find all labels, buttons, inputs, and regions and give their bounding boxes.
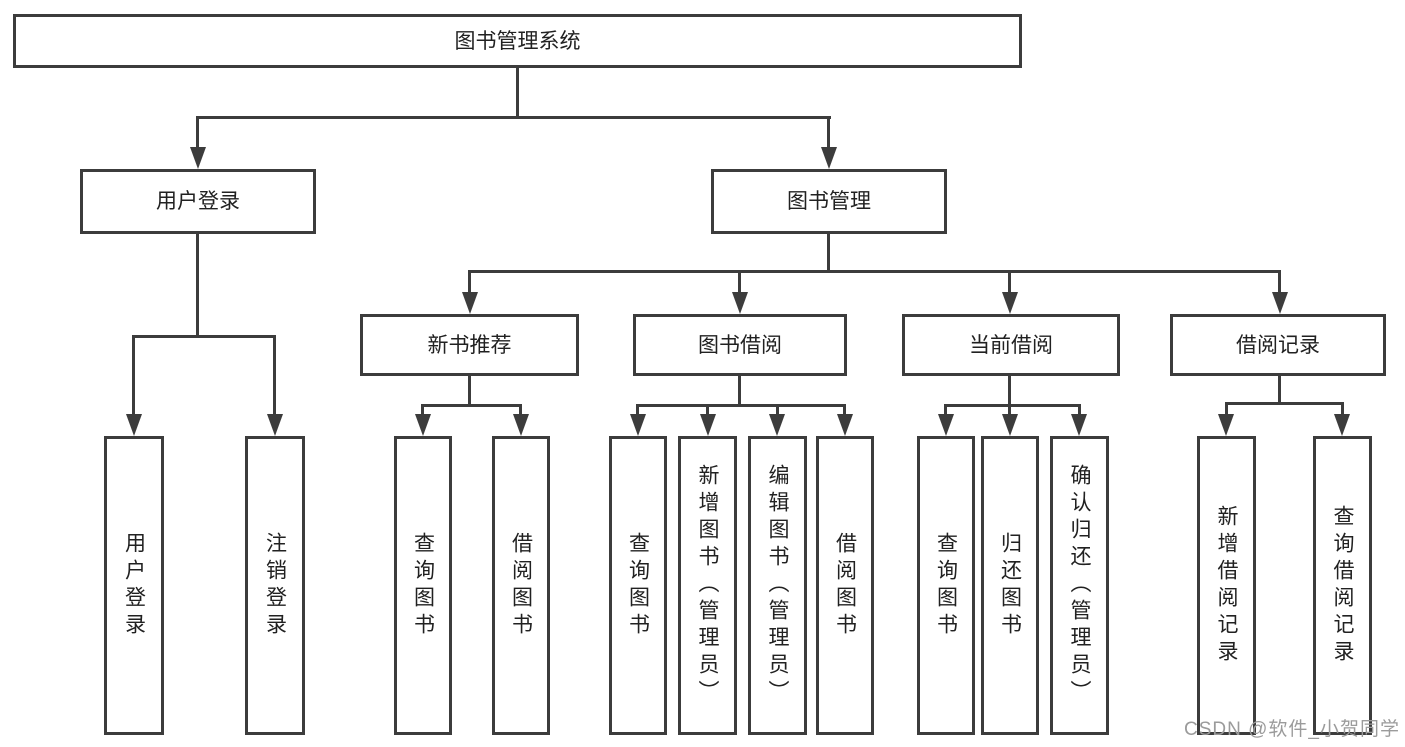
connector-stem [827,118,830,148]
arrow-down-icon [1218,414,1234,436]
connector-stem [1278,272,1281,293]
connector-stem [636,406,639,416]
connector-stem [273,337,276,415]
arrow-down-icon [1272,292,1288,314]
leaf-add-book-admin-label: 新增图书（管理员） [696,464,719,707]
node-book-management: 图书管理 [711,169,947,234]
leaf-logout-label: 注销登录 [263,531,287,640]
arrow-down-icon [630,414,646,436]
arrow-down-icon [769,414,785,436]
node-book-borrowing: 图书借阅 [633,314,847,376]
arrow-down-icon [1071,414,1087,436]
connector-stem [1341,404,1344,416]
arrow-down-icon [462,292,478,314]
leaf-query-books-current: 查询图书 [917,436,975,735]
leaf-confirm-return-admin-label: 确认归还（管理员） [1068,464,1091,707]
leaf-user-login-label: 用户登录 [122,531,146,640]
connector-stem [1008,272,1011,293]
leaf-user-login: 用户登录 [104,436,164,735]
node-root-label: 图书管理系统 [454,29,581,53]
leaf-return-book-label: 归还图书 [998,531,1022,640]
node-user-login: 用户登录 [80,169,316,234]
node-user-login-label: 用户登录 [156,190,240,213]
connector-stem [196,118,199,148]
arrow-down-icon [1002,292,1018,314]
connector-stem [519,406,522,416]
leaf-return-book: 归还图书 [981,436,1039,735]
connector-bar [944,404,1081,407]
arrow-down-icon [837,414,853,436]
connector-bar [132,335,276,338]
leaf-query-books-borrowing: 查询图书 [609,436,667,735]
connector-bar [468,270,1281,273]
node-new-book-recommend-label: 新书推荐 [427,333,512,357]
connector-stem [843,406,846,416]
connector-stem [1225,404,1228,416]
node-current-borrowing-label: 当前借阅 [969,333,1053,357]
connector-stem [132,337,135,415]
connector-trunk [1278,376,1281,404]
arrow-down-icon [513,414,529,436]
connector-trunk [196,234,199,337]
connector-trunk [468,376,471,406]
leaf-borrow-books: 借阅图书 [816,436,874,735]
connector-stem [1078,406,1081,416]
arrow-down-icon [267,414,283,436]
connector-stem [738,272,741,293]
arrow-down-icon [126,414,142,436]
leaf-borrow-books-label: 借阅图书 [833,531,857,640]
connector-trunk [827,234,830,272]
leaf-edit-book-admin-label: 编辑图书（管理员） [766,464,789,707]
connector-bar [1225,402,1344,405]
connector-stem [468,272,471,293]
node-book-borrowing-label: 图书借阅 [698,333,782,357]
arrow-down-icon [732,292,748,314]
leaf-confirm-return-admin: 确认归还（管理员） [1050,436,1109,735]
arrow-down-icon [1002,414,1018,436]
connector-stem [1008,406,1011,416]
node-book-management-label: 图书管理 [787,190,871,213]
connector-stem [421,406,424,416]
connector-stem [776,406,779,416]
leaf-query-books-recommend-label: 查询图书 [411,531,435,640]
connector-trunk [738,376,741,406]
leaf-query-books-recommend: 查询图书 [394,436,452,735]
leaf-query-books-current-label: 查询图书 [934,531,958,640]
leaf-query-books-borrowing-label: 查询图书 [626,531,650,640]
csdn-watermark: CSDN @软件_小贺同学 [1184,719,1400,740]
arrow-down-icon [938,414,954,436]
connector-stem [706,406,709,416]
node-current-borrowing: 当前借阅 [902,314,1120,376]
connector-trunk [1008,376,1011,406]
node-root: 图书管理系统 [13,14,1022,68]
leaf-query-borrow-record: 查询借阅记录 [1313,436,1372,735]
leaf-add-borrow-record: 新增借阅记录 [1197,436,1256,735]
connector-bar [636,404,846,407]
leaf-add-book-admin: 新增图书（管理员） [678,436,737,735]
leaf-logout: 注销登录 [245,436,305,735]
arrow-down-icon [700,414,716,436]
arrow-down-icon [190,147,206,169]
connector-root-bar [196,116,831,119]
leaf-add-borrow-record-label: 新增借阅记录 [1215,504,1238,667]
leaf-borrow-books-recommend-label: 借阅图书 [509,531,533,640]
connector-stem [944,406,947,416]
arrow-down-icon [415,414,431,436]
arrow-down-icon [1334,414,1350,436]
connector-bar [421,404,522,407]
connector-root-trunk [516,68,519,118]
leaf-borrow-books-recommend: 借阅图书 [492,436,550,735]
node-borrowing-records-label: 借阅记录 [1236,333,1320,357]
arrow-down-icon [821,147,837,169]
leaf-query-borrow-record-label: 查询借阅记录 [1331,504,1354,667]
node-borrowing-records: 借阅记录 [1170,314,1386,376]
node-new-book-recommend: 新书推荐 [360,314,579,376]
leaf-edit-book-admin: 编辑图书（管理员） [748,436,807,735]
